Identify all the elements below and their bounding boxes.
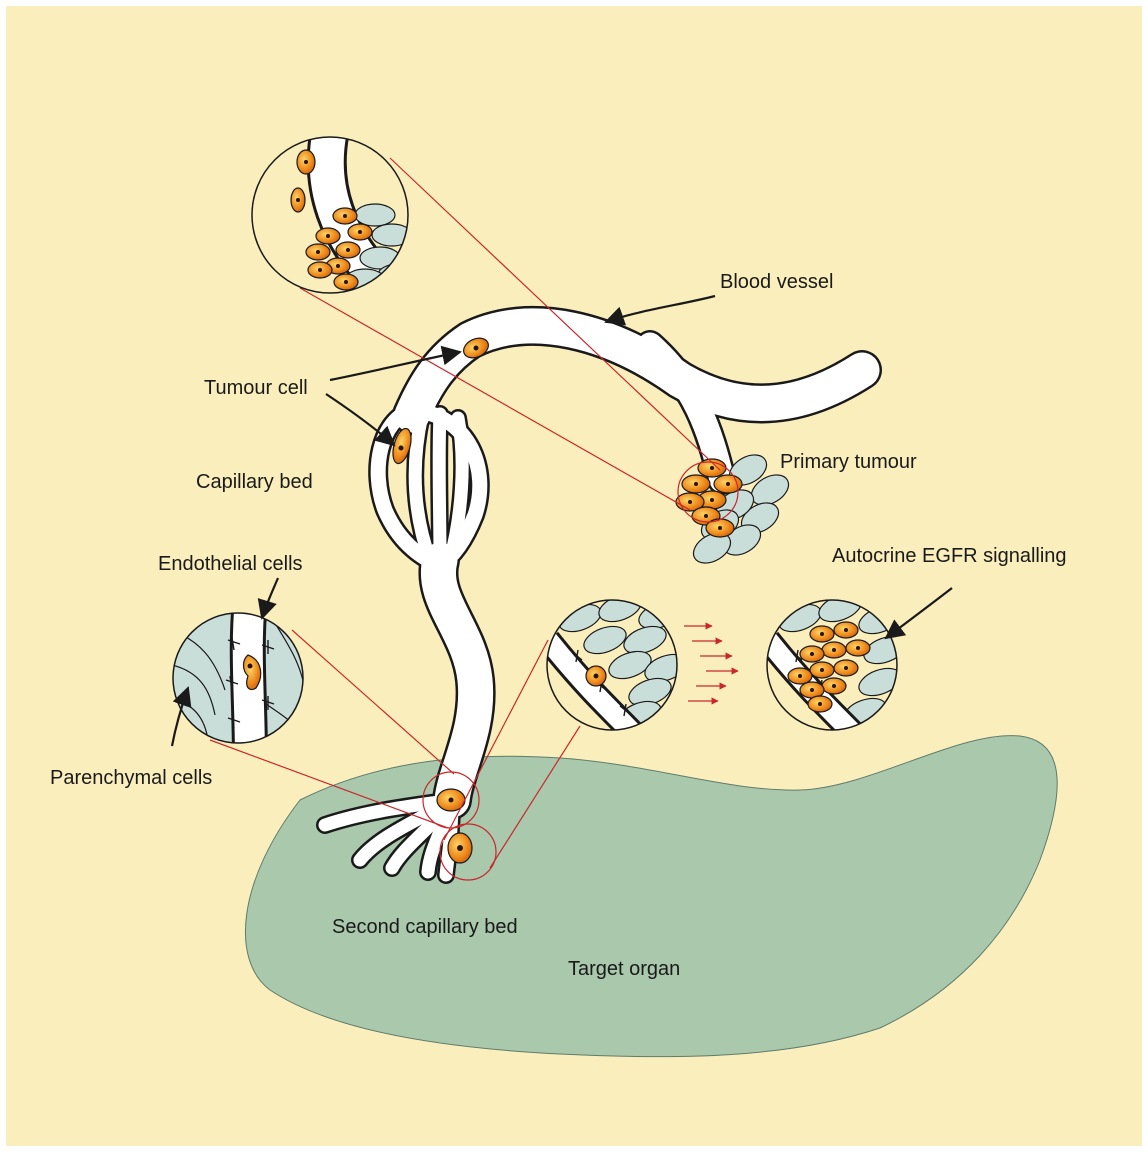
label-capillary-bed: Capillary bed: [196, 471, 313, 493]
label-target-organ: Target organ: [568, 958, 680, 980]
label-endothelial-cells: Endothelial cells: [158, 553, 303, 575]
label-second-capillary-bed: Second capillary bed: [332, 916, 518, 938]
label-tumour-cell: Tumour cell: [204, 377, 308, 399]
label-parenchymal-cells: Parenchymal cells: [50, 767, 212, 789]
label-primary-tumour: Primary tumour: [780, 451, 917, 473]
label-blood-vessel: Blood vessel: [720, 271, 833, 293]
label-autocrine-egfr: Autocrine EGFR signalling: [832, 545, 1067, 567]
